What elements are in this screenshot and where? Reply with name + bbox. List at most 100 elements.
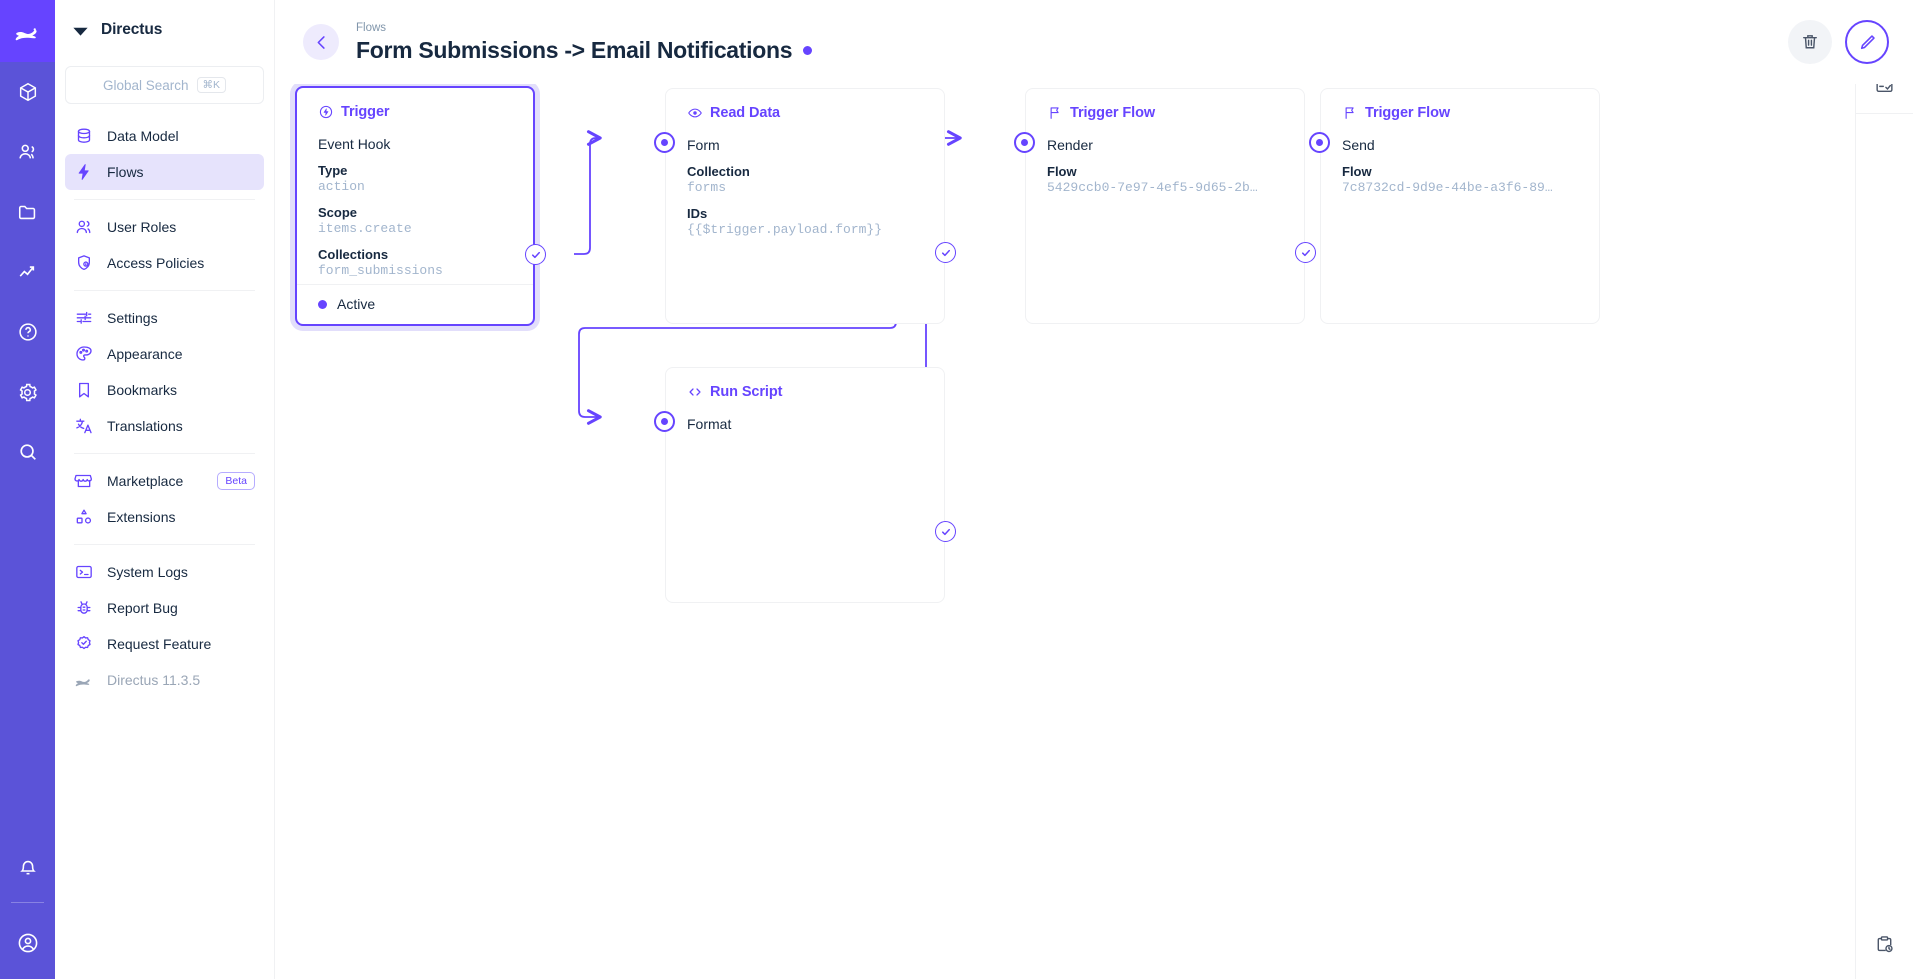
directus-logo-button[interactable]	[0, 0, 55, 62]
module-content[interactable]	[0, 62, 55, 122]
notifications-button[interactable]	[0, 838, 55, 898]
node-header: Trigger	[318, 104, 512, 120]
main-area: Flows Form Submissions -> Email Notifica…	[275, 0, 1913, 979]
bolt-icon	[74, 162, 94, 182]
eye-icon	[687, 105, 703, 121]
sidebar-item-label: Flows	[107, 164, 144, 180]
sliders-icon	[74, 308, 94, 328]
sidebar-item-appearance[interactable]: Appearance	[65, 336, 264, 372]
sidebar-item-marketplace[interactable]: Marketplace Beta	[65, 463, 264, 499]
flag-icon	[1047, 105, 1063, 121]
module-file-library[interactable]	[0, 182, 55, 242]
global-search-input[interactable]: Global Search ⌘K	[65, 66, 264, 104]
sidebar-item-label: System Logs	[107, 564, 188, 580]
sidebar-item-bookmarks[interactable]: Bookmarks	[65, 372, 264, 408]
bell-icon	[19, 860, 36, 875]
node-resolve-port[interactable]	[525, 244, 546, 265]
bookmark-icon	[74, 380, 94, 400]
node-name-label: Event Hook	[318, 136, 391, 152]
trigger-bolt-circle-icon	[318, 104, 334, 120]
sidebar-item-report-bug[interactable]: Report Bug	[65, 590, 264, 626]
node-resolve-port[interactable]	[1295, 242, 1316, 263]
sidebar-item-label: Marketplace	[107, 473, 184, 489]
node-status-footer: Active	[297, 284, 533, 312]
sidebar-item-label: Report Bug	[107, 600, 178, 616]
node-resolve-port[interactable]	[935, 242, 956, 263]
sidebar-item-request-feature[interactable]: Request Feature	[65, 626, 264, 662]
node-header: Trigger Flow	[1342, 105, 1578, 121]
status-dot	[318, 299, 327, 309]
global-search-shortcut: ⌘K	[196, 76, 227, 94]
rail-divider	[11, 902, 44, 903]
sidebar-item-label: Request Feature	[107, 636, 212, 652]
node-resolve-port[interactable]	[935, 521, 956, 542]
translate-icon	[74, 416, 94, 436]
clipboard-sidebar-button[interactable]	[1856, 909, 1913, 979]
gear-icon	[19, 383, 37, 401]
node-input-port[interactable]	[654, 132, 675, 153]
node-type-label: Trigger Flow	[1070, 105, 1156, 121]
module-search[interactable]	[0, 422, 55, 482]
sidebar-item-translations[interactable]: Translations	[65, 408, 264, 444]
node-name-label: Format	[687, 416, 732, 432]
sidebar-item-system-logs[interactable]: System Logs	[65, 554, 264, 590]
node-field-value: 5429ccb0-7e97-4ef5-9d65-2b…	[1047, 180, 1258, 195]
node-field-value: 7c8732cd-9d9e-44be-a3f6-89…	[1342, 180, 1553, 195]
arrow-left-icon	[317, 35, 325, 49]
page-title: Form Submissions -> Email Notifications	[356, 36, 793, 63]
question-mark-icon	[18, 323, 37, 341]
title-block: Flows Form Submissions -> Email Notifica…	[356, 20, 813, 65]
module-settings[interactable]	[0, 362, 55, 422]
directus-mark-icon	[73, 27, 88, 36]
sidebar-item-data-model[interactable]: Data Model	[65, 118, 264, 154]
people-icon	[18, 144, 34, 159]
sidebar-item-label: Data Model	[107, 128, 179, 144]
node-field-value: form_submissions	[318, 263, 443, 278]
sidebar-item-flows[interactable]: Flows	[65, 154, 264, 190]
palette-icon	[74, 344, 94, 364]
node-input-port[interactable]	[1014, 132, 1035, 153]
node-field-label: IDs	[687, 206, 708, 221]
module-insights[interactable]	[0, 242, 55, 302]
node-name-label: Send	[1342, 137, 1375, 153]
node-field-value: items.create	[318, 221, 412, 236]
node-input-port[interactable]	[1309, 132, 1330, 153]
sidebar-item-user-roles[interactable]: User Roles	[65, 209, 264, 245]
sidebar-title: Directus	[101, 21, 163, 38]
module-rail	[0, 0, 55, 979]
delete-flow-button[interactable]	[1788, 20, 1832, 64]
sidebar-item-access-policies[interactable]: Access Policies	[65, 245, 264, 281]
sidebar-item-extensions[interactable]: Extensions	[65, 499, 264, 535]
edit-flow-button[interactable]	[1845, 20, 1889, 64]
breadcrumb[interactable]: Flows	[356, 21, 387, 34]
sidebar-separator	[74, 453, 255, 454]
sidebar-item-label: Appearance	[107, 346, 183, 362]
sidebar-item-label: Directus 11.3.5	[107, 672, 201, 688]
beta-badge: Beta	[217, 471, 255, 491]
module-user-directory[interactable]	[0, 122, 55, 182]
sidebar-item-label: Access Policies	[107, 255, 205, 271]
node-type-label: Read Data	[710, 105, 781, 121]
account-button[interactable]	[0, 907, 55, 979]
node-type-label: Run Script	[710, 384, 783, 400]
sidebar-item-directus-11-3-5: Directus 11.3.5	[65, 662, 264, 698]
edge-trigger-to-read-data	[574, 130, 602, 255]
sidebar-separator	[74, 290, 255, 291]
node-input-port[interactable]	[654, 411, 675, 432]
node-header: Read Data	[687, 105, 923, 121]
node-field-label: Type	[318, 163, 348, 178]
clipboard-time-icon	[1877, 935, 1893, 952]
back-button[interactable]	[303, 24, 339, 60]
right-rail-divider-2	[1855, 113, 1913, 114]
module-help[interactable]	[0, 302, 55, 362]
title-row: Form Submissions -> Email Notifications	[356, 36, 813, 65]
header-actions	[1788, 20, 1889, 64]
sidebar-item-settings[interactable]: Settings	[65, 300, 264, 336]
sidebar-item-label: Settings	[107, 310, 158, 326]
